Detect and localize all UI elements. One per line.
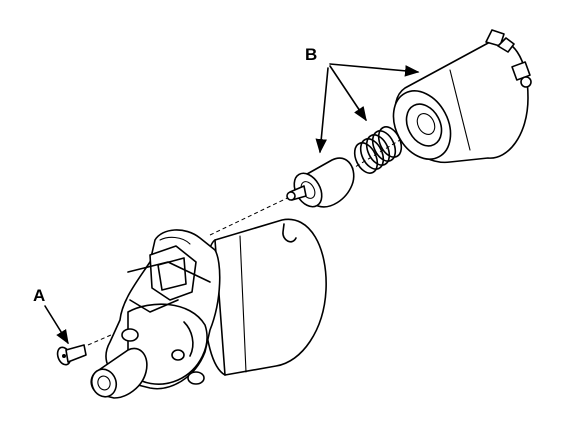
label-a-group: A: [33, 286, 69, 345]
label-a: A: [33, 286, 45, 305]
solenoid-housing: [392, 29, 532, 164]
solenoid-plunger: [286, 157, 355, 208]
label-b: B: [305, 45, 317, 64]
label-b-arrow-spring: [329, 65, 367, 122]
drive-end-housing: [90, 229, 221, 399]
label-a-arrow: [44, 305, 69, 345]
starter-motor-body: [203, 218, 327, 376]
label-b-group: B: [305, 45, 420, 154]
plunger-spring: [353, 126, 403, 174]
label-b-arrow-housing: [329, 63, 420, 77]
label-b-arrow-plunger: [315, 67, 329, 154]
retaining-bolt: [56, 344, 87, 366]
